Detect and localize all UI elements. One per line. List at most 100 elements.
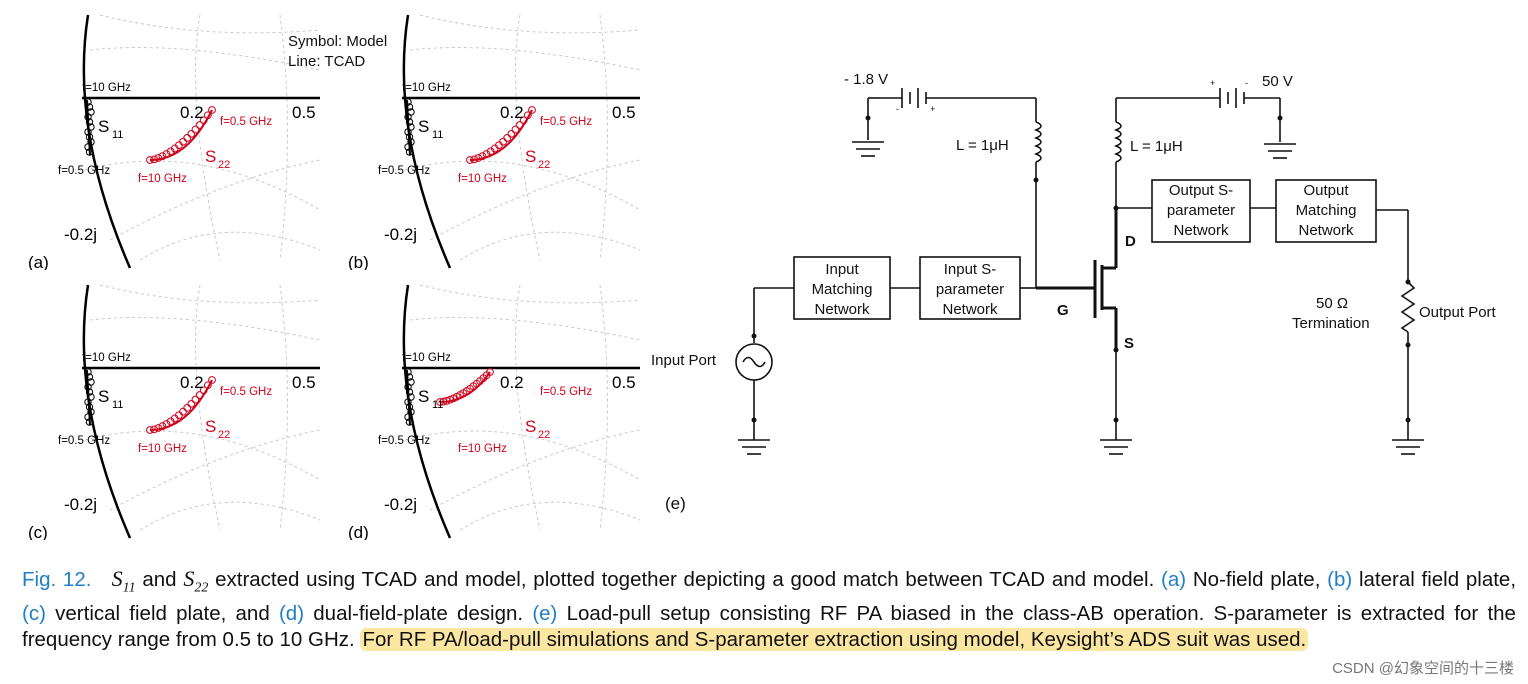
s22-sub: 22	[218, 429, 230, 441]
s11-curve	[86, 99, 91, 156]
s22-curve	[469, 109, 533, 161]
s22-marker	[187, 399, 196, 408]
caption-and: and	[142, 568, 177, 591]
s22-marker	[486, 368, 494, 376]
s11-label: S	[418, 117, 429, 136]
output-sparam-line2: parameter	[1166, 202, 1236, 219]
s11-sub: 11	[432, 129, 443, 141]
s22-marker	[191, 395, 200, 404]
panel-label: (c)	[28, 523, 48, 540]
caption-ref-d[interactable]: (d)	[278, 602, 305, 626]
s11-label: S	[98, 387, 109, 406]
battery-plus-right: +	[1210, 78, 1216, 88]
s11-marker	[404, 413, 412, 421]
s11-curve	[86, 369, 91, 426]
s22-marker	[208, 106, 216, 114]
figure-caption: Fig. 12. S11 and S22 extracted using TCA…	[22, 566, 1516, 653]
s22-marker	[158, 422, 167, 431]
s11-label: S	[98, 117, 109, 136]
s22-curve	[149, 109, 213, 161]
termination-value-label: 50 Ω	[1316, 295, 1349, 312]
caption-s11: S11	[111, 566, 136, 596]
s22-marker	[499, 137, 507, 146]
freq-top-label: f=10 GHz	[82, 82, 131, 94]
tick-0-5: 0.5	[292, 373, 316, 392]
freq-top-label: f=10 GHz	[402, 352, 451, 364]
s22-marker	[179, 137, 187, 146]
output-sparam-line3: Network	[1173, 222, 1229, 239]
drain-supply-label: 50 V	[1262, 73, 1293, 90]
tick-imag: -0.2j	[64, 225, 97, 244]
tick-imag: -0.2j	[384, 495, 417, 514]
s22-top-freq: f=0.5 GHz	[540, 386, 592, 398]
s22-sub: 22	[538, 159, 550, 171]
s11-sub: 11	[112, 399, 123, 411]
output-sparam-network: Output S- parameter Network	[1152, 181, 1250, 241]
gate-inductor-label: L = 1μH	[956, 137, 1009, 154]
s22-marker	[158, 152, 167, 161]
caption-highlight: For RF PA/load-pull simulations and S-pa…	[360, 628, 1309, 652]
caption-ref-a[interactable]: (a)	[1161, 568, 1187, 591]
s11-curve	[406, 369, 411, 426]
gate-terminal-label: G	[1057, 302, 1069, 319]
freq-bottom-label: f=0.5 GHz	[58, 435, 110, 447]
s11-marker	[85, 118, 94, 126]
s22-marker	[528, 106, 536, 114]
s22-bottom-freq: f=10 GHz	[458, 443, 507, 455]
caption-ref-b[interactable]: (b)	[1327, 568, 1353, 591]
panel-label: (a)	[28, 253, 49, 270]
battery-minus-right: -	[1245, 78, 1248, 88]
tick-imag: -0.2j	[64, 495, 97, 514]
caption-text-d: dual-field-plate design.	[313, 602, 524, 626]
output-matching-network: Output Matching Network	[1276, 181, 1376, 241]
s22-top-freq: f=0.5 GHz	[540, 116, 592, 128]
s22-label: S	[525, 417, 536, 436]
legend-symbol-model: Symbol: Model	[288, 33, 388, 50]
s11-marker	[404, 143, 412, 151]
s11-marker	[405, 118, 414, 126]
tick-0-2: 0.2	[500, 103, 524, 122]
output-port-label: Output Port	[1419, 304, 1496, 321]
output-sparam-line1: Output S-	[1168, 182, 1234, 199]
input-sparam-line3: Network	[942, 301, 998, 318]
s22-sub: 22	[538, 429, 550, 441]
panel-label: (d)	[348, 523, 369, 540]
s11-marker	[85, 388, 94, 396]
caption-fig-label: Fig. 12.	[22, 568, 92, 591]
s22-curve	[439, 371, 491, 403]
caption-ref-c[interactable]: (c)	[22, 602, 46, 626]
s22-marker	[503, 134, 512, 142]
tick-0-2: 0.2	[500, 373, 524, 392]
caption-text-c: vertical field plate, and	[55, 602, 270, 626]
s11-marker	[405, 373, 414, 381]
caption-text-b: lateral field plate,	[1358, 568, 1517, 591]
caption-ref-e[interactable]: (e)	[532, 602, 558, 626]
output-matching-line3: Network	[1298, 222, 1354, 239]
freq-top-label: f=10 GHz	[402, 82, 451, 94]
battery-minus-left: -	[896, 104, 899, 114]
freq-bottom-label: f=0.5 GHz	[58, 165, 110, 177]
s22-marker	[179, 407, 187, 416]
legend-line-tcad: Line: TCAD	[288, 53, 366, 70]
s22-label: S	[525, 147, 536, 166]
s11-marker	[405, 103, 414, 111]
input-port-label: Input Port	[651, 352, 717, 369]
source-terminal-label: S	[1124, 335, 1135, 352]
caption-text-e: Load-pull setup consisting RF PA biased …	[22, 602, 1516, 652]
s11-sub: 11	[432, 399, 443, 411]
s22-sub: 22	[218, 159, 230, 171]
s22-marker	[191, 125, 200, 134]
input-sparam-line1: Input S-	[943, 261, 997, 278]
battery-plus-left: +	[930, 104, 936, 114]
drain-inductor-label: L = 1μH	[1130, 138, 1183, 155]
s22-marker	[183, 134, 192, 142]
output-matching-line1: Output	[1303, 182, 1349, 199]
s22-bottom-freq: f=10 GHz	[138, 443, 187, 455]
s22-bottom-freq: f=10 GHz	[138, 173, 187, 185]
input-matching-line2: Matching	[811, 281, 873, 298]
